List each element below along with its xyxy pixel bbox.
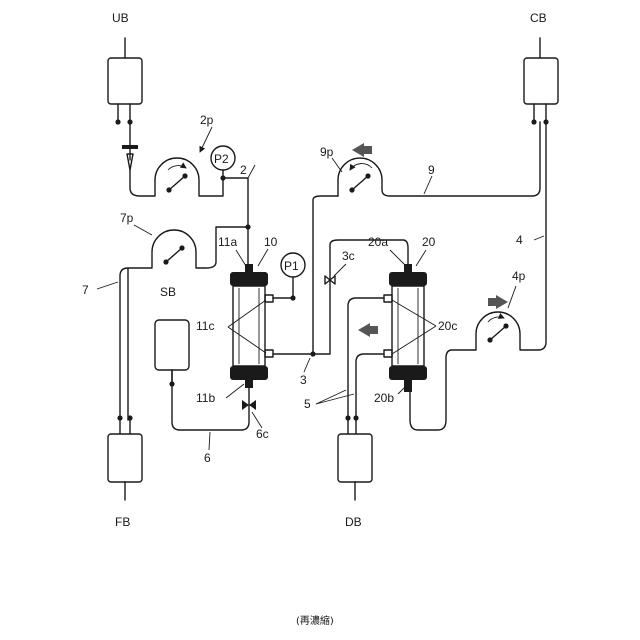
label-2p: 2p xyxy=(200,113,214,127)
line-9 xyxy=(338,122,540,196)
label-20: 20 xyxy=(422,235,436,249)
label-11c: 11c xyxy=(196,319,214,333)
cb-bag xyxy=(524,38,558,125)
pump-4p-rotor xyxy=(487,317,508,343)
p1-label: P1 xyxy=(284,259,299,273)
ub-bag xyxy=(108,38,142,160)
sb-label: SB xyxy=(160,285,176,299)
fb-label: FB xyxy=(115,515,130,529)
label-11a: 11a xyxy=(218,235,237,249)
flow-arrow-9 xyxy=(352,143,372,157)
label-7p: 7p xyxy=(120,211,134,225)
label-20a: 20a xyxy=(368,235,388,249)
db-bag xyxy=(338,415,372,500)
db-label: DB xyxy=(345,515,362,529)
label-6: 6 xyxy=(204,451,211,465)
label-2: 2 xyxy=(240,163,247,177)
pump-7p-rotor xyxy=(163,245,184,264)
label-3c: 3c xyxy=(342,249,355,263)
p2-label: P2 xyxy=(214,152,229,166)
label-10: 10 xyxy=(264,235,278,249)
flow-arrow-4 xyxy=(488,295,508,309)
label-20b: 20b xyxy=(374,391,394,405)
label-9: 9 xyxy=(428,163,435,177)
line-7 xyxy=(120,227,248,420)
filter-10 xyxy=(230,264,273,388)
label-7: 7 xyxy=(82,283,89,297)
cb-label: CB xyxy=(530,11,547,25)
sb-bag xyxy=(155,320,189,387)
pump-2p-rotor xyxy=(166,166,187,193)
flow-arrow-5 xyxy=(358,323,378,337)
figure-caption: (再濃縮) xyxy=(296,614,334,627)
label-3: 3 xyxy=(300,373,307,387)
label-5: 5 xyxy=(304,397,311,411)
ub-label: UB xyxy=(112,11,129,25)
fb-bag xyxy=(108,415,142,500)
label-6c: 6c xyxy=(256,427,269,441)
label-20c: 20c xyxy=(438,319,457,333)
label-4: 4 xyxy=(516,233,523,247)
label-11b: 11b xyxy=(196,391,215,405)
filter-20 xyxy=(384,264,427,392)
label-4p: 4p xyxy=(512,269,526,283)
label-9p: 9p xyxy=(320,145,334,159)
line-3 xyxy=(273,196,408,354)
pump-9p-rotor xyxy=(349,164,372,193)
